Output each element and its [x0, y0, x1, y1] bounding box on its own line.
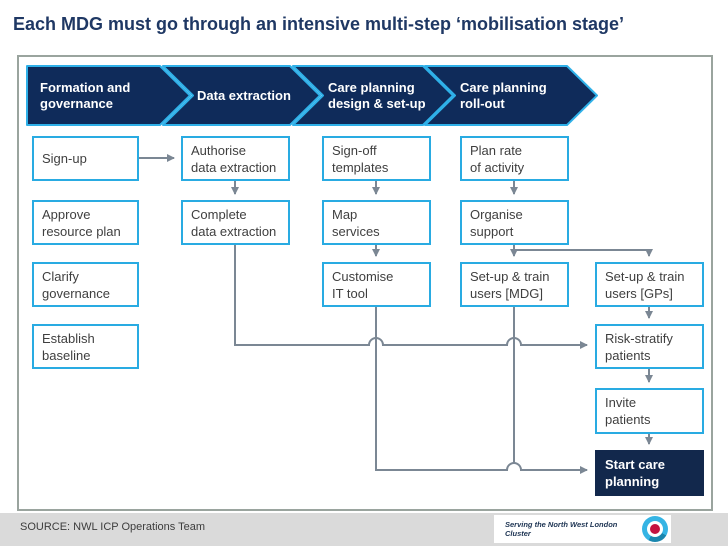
step-box-approve-resource: Approve resource plan: [32, 200, 139, 245]
stage-label-data-extraction: Data extraction: [197, 87, 291, 103]
step-box-train-users-mdg: Set-up & train users [MDG]: [460, 262, 569, 307]
step-box-organise-support: Organise support: [460, 200, 569, 245]
step-box-plan-rate: Plan rate of activity: [460, 136, 569, 181]
cluster-tag-box: Serving the North West London Cluster: [494, 515, 671, 543]
footer-bar: SOURCE: NWL ICP Operations Team Serving …: [0, 513, 728, 546]
step-box-sign-up: Sign-up: [32, 136, 139, 181]
stage-chevron-data-extraction: [162, 65, 321, 126]
stage-label-rollout: Care planning roll-out: [460, 79, 547, 111]
step-box-invite-patients: Invite patients: [595, 388, 704, 434]
logo-center-dot: [650, 524, 660, 534]
stage-chevron-formation: [26, 65, 191, 126]
process-diagram-frame: [17, 55, 713, 511]
step-box-authorise-extraction: Authorise data extraction: [181, 136, 290, 181]
stage-chevron-design-setup: [292, 65, 454, 126]
nwl-cluster-logo-icon: [642, 516, 668, 542]
step-box-establish-baseline: Establish baseline: [32, 324, 139, 369]
stage-chevron-rollout: [424, 65, 598, 126]
step-box-map-services: Map services: [322, 200, 431, 245]
cluster-tagline: Serving the North West London Cluster: [505, 520, 618, 538]
step-box-start-care-planning: Start care planning: [595, 450, 704, 496]
step-box-customise-it-tool: Customise IT tool: [322, 262, 431, 307]
source-note: SOURCE: NWL ICP Operations Team: [20, 521, 206, 533]
slide-title: Each MDG must go through an intensive mu…: [13, 14, 625, 34]
step-box-risk-stratify: Risk-stratify patients: [595, 324, 704, 369]
connector-complete-riskstratify: [234, 242, 588, 349]
step-box-complete-extraction: Complete data extraction: [181, 200, 290, 245]
connector-customise-startcare: [375, 306, 588, 474]
step-box-clarify-governance: Clarify governance: [32, 262, 139, 307]
stage-label-formation: Formation and governance: [40, 79, 131, 111]
stage-label-design-setup: Care planning design & set-up: [328, 79, 426, 111]
step-box-signoff-templates: Sign-off templates: [322, 136, 431, 181]
step-box-train-users-gps: Set-up & train users [GPs]: [595, 262, 704, 307]
